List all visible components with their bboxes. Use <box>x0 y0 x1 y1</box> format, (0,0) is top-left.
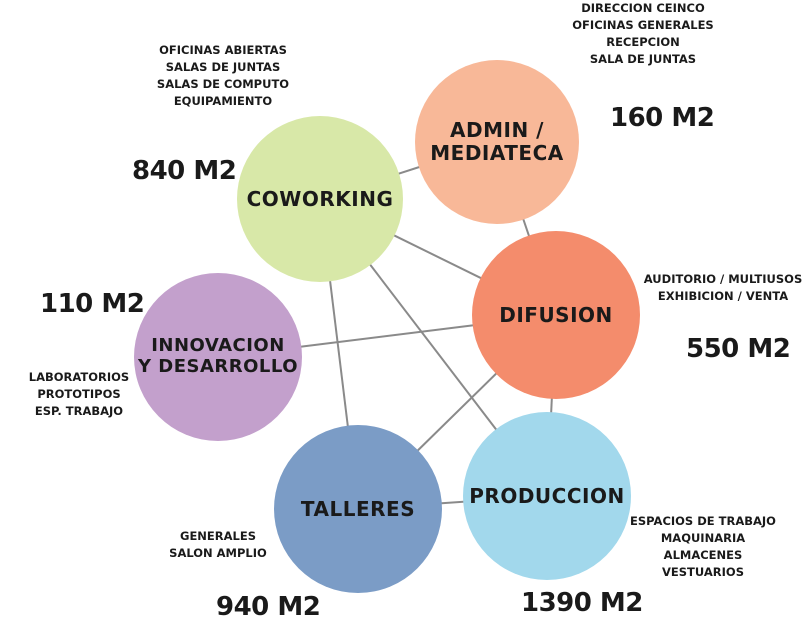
description-line: EXHIBICION / VENTA <box>657 289 789 303</box>
description-line: VESTUARIOS <box>662 565 744 579</box>
connection-coworking-admin <box>396 165 422 176</box>
connection-coworking-produccion <box>368 262 498 432</box>
description-line: GENERALES <box>180 529 256 543</box>
description-line: LABORATORIOS <box>28 370 130 384</box>
node-label-line: INNOVACION <box>151 335 285 357</box>
connection-difusion-produccion <box>550 396 553 415</box>
node-label-line: ADMIN / <box>450 118 544 142</box>
node-difusion: DIFUSION <box>472 231 640 399</box>
description-line: SALA DE JUNTAS <box>589 52 697 66</box>
connection-innovacion-difusion <box>299 324 475 348</box>
area-talleres: 940 M2 <box>216 592 321 622</box>
connection-coworking-talleres <box>328 279 349 428</box>
connection-coworking-difusion <box>392 233 483 280</box>
area-produccion: 1390 M2 <box>521 588 643 618</box>
description-difusion: AUDITORIO / MULTIUSOS EXHIBICION / VENTA <box>643 271 803 305</box>
node-label-line: TALLERES <box>300 496 416 521</box>
description-line: ALMACENES <box>663 548 743 562</box>
description-line: SALAS DE JUNTAS <box>165 60 281 74</box>
description-line: PROTOTIPOS <box>37 387 121 401</box>
description-line: OFICINAS ABIERTAS <box>159 43 287 57</box>
node-innovacion-desarrollo: INNOVACION Y DESARROLLO <box>134 273 302 441</box>
area-innovacion: 110 M2 <box>40 289 145 319</box>
node-label-line: COWORKING <box>246 186 394 211</box>
node-label-line: DIFUSION <box>499 302 613 327</box>
description-line: SALAS DE COMPUTO <box>156 77 290 91</box>
description-line: DIRECCION CEINCO <box>581 1 705 15</box>
description-line: RECEPCION <box>606 35 680 49</box>
description-coworking: OFICINAS ABIERTAS SALAS DE JUNTAS SALAS … <box>148 42 298 110</box>
description-line: SALON AMPLIO <box>169 546 267 560</box>
description-line: ESPACIOS DE TRABAJO <box>630 514 776 528</box>
description-line: ESP. TRABAJO <box>34 404 124 418</box>
description-admin: DIRECCION CEINCO OFICINAS GENERALES RECE… <box>568 0 718 68</box>
description-produccion: ESPACIOS DE TRABAJO MAQUINARIA ALMACENES… <box>628 513 778 581</box>
node-label-line: Y DESARROLLO <box>137 356 299 377</box>
description-line: MAQUINARIA <box>660 531 746 545</box>
description-line: AUDITORIO / MULTIUSOS <box>643 272 803 286</box>
connection-admin-difusion <box>521 217 531 238</box>
node-produccion: PRODUCCION <box>463 412 631 580</box>
description-line: OFICINAS GENERALES <box>572 18 714 32</box>
description-talleres: GENERALES SALON AMPLIO <box>158 528 278 562</box>
area-coworking: 840 M2 <box>132 156 237 186</box>
connection-talleres-produccion <box>439 500 466 505</box>
node-talleres: TALLERES <box>274 425 442 593</box>
description-line: EQUIPAMIENTO <box>173 94 273 108</box>
description-innovacion: LABORATORIOS PROTOTIPOS ESP. TRABAJO <box>20 369 138 420</box>
node-label-line: PRODUCCION <box>469 483 625 508</box>
node-label-line: MEDIATECA <box>430 141 564 165</box>
connection-difusion-talleres <box>415 371 499 453</box>
node-coworking: COWORKING <box>237 116 403 282</box>
node-admin-mediateca: ADMIN / MEDIATECA <box>415 60 579 224</box>
area-difusion: 550 M2 <box>686 334 791 364</box>
area-admin: 160 M2 <box>610 103 715 133</box>
